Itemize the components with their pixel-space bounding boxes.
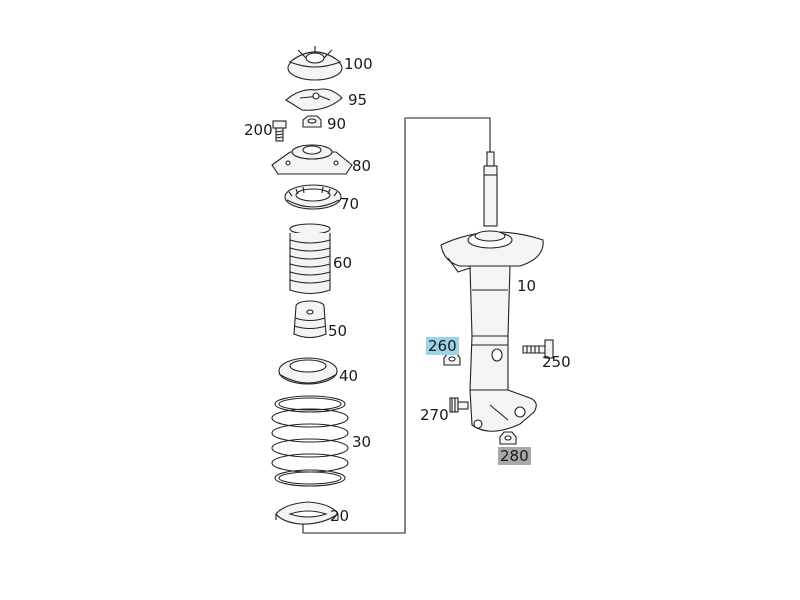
label-part-70: 70 <box>340 195 360 213</box>
part-80-strut-mount <box>271 144 353 175</box>
part-60-dust-boot <box>289 223 331 295</box>
label-part-270: 270 <box>420 406 449 424</box>
part-40-spring-seat <box>278 357 338 385</box>
group-bracket-line <box>302 117 491 534</box>
label-part-250: 250 <box>542 353 571 371</box>
label-part-10: 10 <box>517 277 537 295</box>
label-part-260: 260 <box>426 337 459 355</box>
part-70-bearing <box>284 184 342 210</box>
label-part-200: 200 <box>244 121 273 139</box>
part-260-nut <box>443 352 461 366</box>
label-part-90: 90 <box>327 115 347 133</box>
part-270-bolt <box>449 397 469 413</box>
part-30-coil-spring <box>271 395 349 487</box>
label-part-60: 60 <box>333 254 353 272</box>
part-20-spring-pad <box>275 501 339 525</box>
label-part-80: 80 <box>352 157 372 175</box>
part-100-top-cap <box>287 46 343 81</box>
label-part-50: 50 <box>328 322 348 340</box>
label-part-100: 100 <box>344 55 373 73</box>
part-280-nut <box>499 431 517 445</box>
label-part-30: 30 <box>352 433 372 451</box>
label-part-95: 95 <box>348 91 368 109</box>
label-part-280: 280 <box>498 447 531 465</box>
label-part-20: 20 <box>330 507 350 525</box>
part-95-plate <box>285 88 343 111</box>
part-10-strut <box>440 151 544 432</box>
part-90-nut <box>302 115 322 128</box>
part-200-bolt <box>272 120 287 142</box>
part-250-bolt <box>522 339 554 359</box>
part-50-bump-stop <box>293 300 327 339</box>
label-part-40: 40 <box>339 367 359 385</box>
